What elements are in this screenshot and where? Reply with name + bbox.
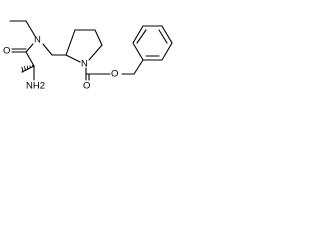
bond-benzyl-ch2-ring bbox=[133, 59, 144, 75]
atom-label-o-carbamate-ester: O bbox=[111, 69, 118, 80]
atom-label-o-amide: O bbox=[3, 46, 10, 57]
atom-label-n-ring: N bbox=[81, 59, 88, 70]
bond-ring-n-c5 bbox=[88, 44, 103, 61]
bond-alpha-c-methyl bbox=[21, 65, 35, 73]
bond-n-ch2-ethyl bbox=[25, 20, 36, 37]
atom-label-o-carbamate-carbonyl: O bbox=[83, 81, 90, 91]
atom-label-n-amide: N bbox=[34, 35, 41, 46]
bond-ring-c5-c4 bbox=[94, 29, 103, 46]
bond-ring-c3-c2 bbox=[65, 29, 76, 56]
atom-label-nh2: NH2 bbox=[26, 81, 45, 91]
bond-n-carbonyl-c bbox=[25, 43, 34, 53]
chemical-structure-diagram: N O NH2 N O O bbox=[3, 20, 173, 91]
bond-n-ch2-linker bbox=[42, 43, 53, 56]
bond-carbonyl-c-alpha-c bbox=[25, 51, 35, 67]
benzene-ring bbox=[132, 25, 173, 61]
bond-ring-c2-n bbox=[65, 54, 81, 63]
